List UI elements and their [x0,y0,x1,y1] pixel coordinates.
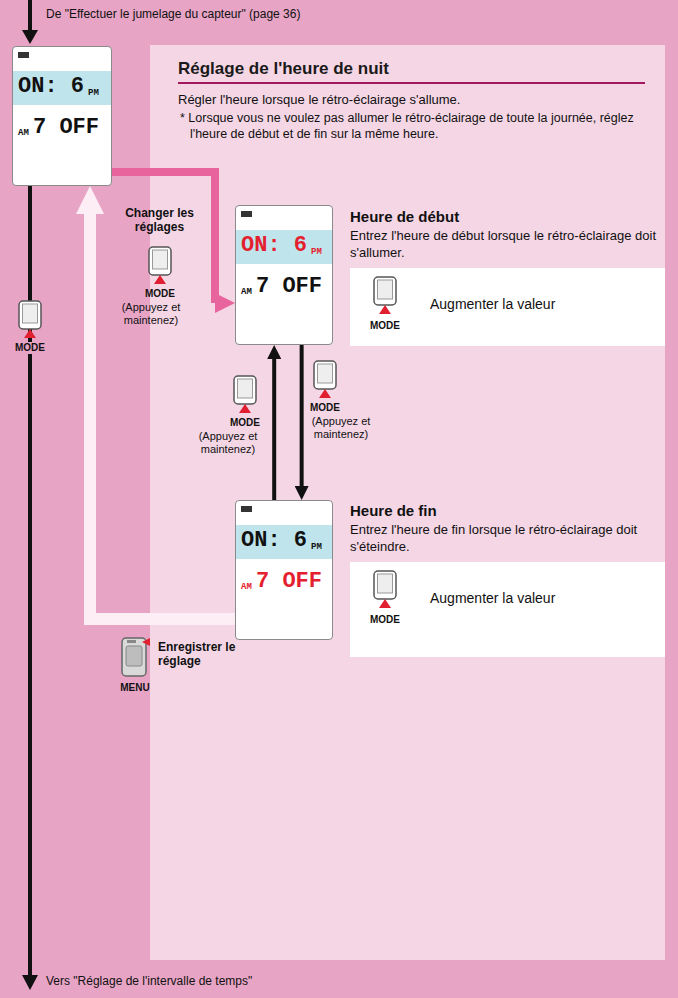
lcd-unit: PM [311,248,322,257]
step-text: Heure de débutEntrez l'heure de début lo… [350,208,660,262]
step-arrow [272,359,276,500]
button-name: MENU [110,682,160,694]
action-label: Changer les réglages [112,206,207,235]
mode-button-icon [372,570,398,610]
mode-button-icon [149,247,171,284]
lcd-icon [241,211,252,217]
save-setting-arrow [90,214,235,619]
press-hint: (Appuyez et maintenez) [300,415,382,441]
step-body: Entrez l'heure de début lorsque le rétro… [350,228,660,262]
mode-button-icon [374,571,396,608]
press-hint: (Appuyez et maintenez) [188,430,268,456]
lcd-icon [18,52,29,58]
arrow-head [22,30,38,44]
lcd-unit: PM [88,89,99,98]
flow-destination: Vers "Réglage de l'intervalle de temps" [46,974,606,988]
step-heading: Heure de fin [350,502,660,519]
mode-button-icon [234,376,256,413]
step-text: Heure de finEntrez l'heure de fin lorsqu… [350,502,660,556]
lcd-reading: ON: 6 [18,76,84,98]
button-name: MODE [223,417,267,429]
step-body: Entrez l'heure de fin lorsque le rétro-é… [350,522,660,556]
step-heading: Heure de début [350,208,660,225]
button-name: MODE [10,342,50,354]
action-text: Augmenter la valeur [430,278,655,312]
button-name: MODE [360,614,410,625]
action-label: Enregistrer le réglage [158,640,253,669]
action-text: Augmenter la valeur [430,572,655,606]
lcd-unit: AM [241,583,252,592]
lcd-icon [241,506,252,512]
lcd-reading: 7 OFF [256,571,322,593]
lcd-reading: ON: 6 [241,235,307,257]
lcd-unit: AM [241,288,252,297]
panel-heading: Réglage de l'heure de nuit [178,59,645,84]
settings-panel: Réglage de l'heure de nuitRégler l'heure… [150,45,665,960]
arrow-head [22,975,38,990]
lcd-unit: AM [18,129,29,138]
device-screen: ON: 6 PM AM 7 OFF [235,205,333,345]
lcd-unit: PM [311,543,322,552]
flow-arrow-in [28,0,32,31]
panel-note: * Lorsque vous ne voulez pas allumer le … [178,110,645,143]
menu-button-icon [122,638,150,676]
button-name: MODE [360,320,410,331]
flow-origin: De "Effectuer le jumelage du capteur" (p… [46,7,606,21]
panel-body: Régler l'heure lorsque le rétro-éclairag… [178,92,645,109]
inner-panel-ground [150,45,665,960]
lcd-reading: ON: 6 [241,530,307,552]
step-arrow [300,345,304,486]
button-name: MODE [303,402,347,414]
action-box: MODE Augmenter la valeur [350,268,665,346]
change-settings-arrow [112,172,215,303]
action-box: MODE Augmenter la valeur [350,562,665,657]
mode-button-icon [374,277,396,314]
press-hint: (Appuyez et maintenez) [110,301,192,327]
mode-button-icon [372,276,398,316]
button-name: MODE [130,288,190,300]
device-screen: ON: 6 PM AM 7 OFF [235,500,333,640]
lcd-reading: 7 OFF [33,117,99,139]
lcd-reading: 7 OFF [256,276,322,298]
mode-button-icon [19,301,41,338]
mode-button-icon [314,361,336,398]
device-screen: ON: 6 PM AM 7 OFF [12,46,112,186]
